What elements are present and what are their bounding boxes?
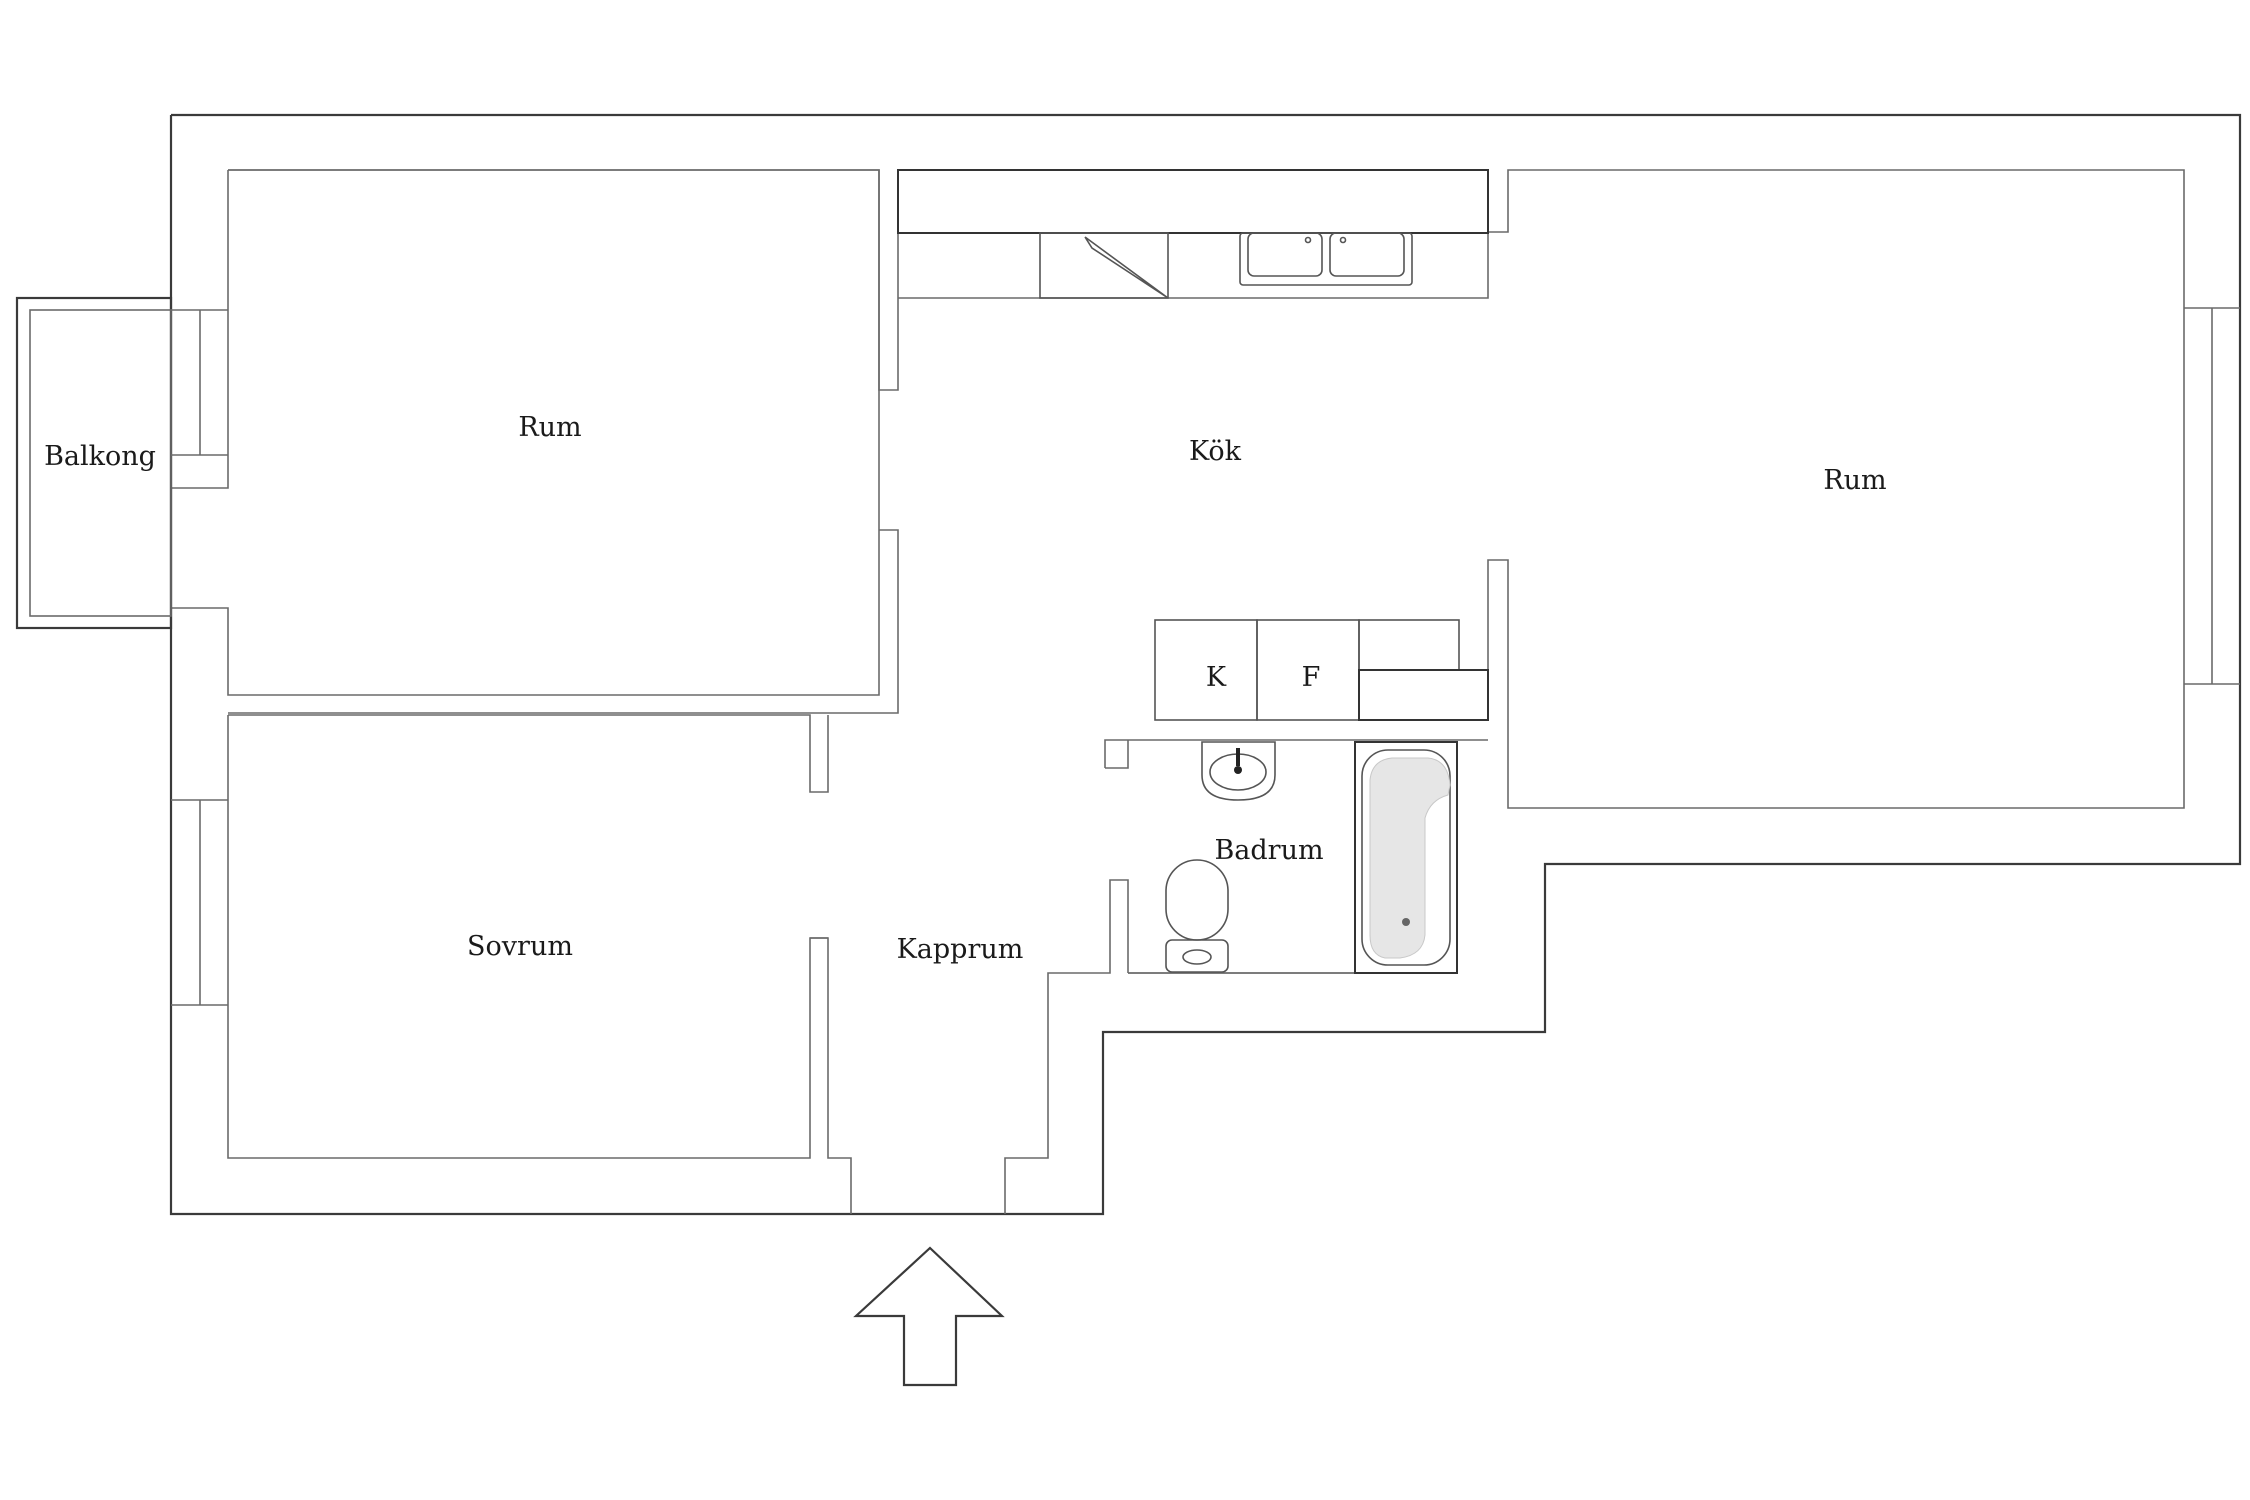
entrance-arrow-icon <box>853 1246 1005 1387</box>
bathtub-icon <box>1354 741 1458 974</box>
kitchen-counter <box>897 169 1489 234</box>
label-kok: Kök <box>1189 436 1242 467</box>
label-balkong: Balkong <box>44 441 156 472</box>
room-labels: Balkong Rum Kök Rum K F Badrum Sovrum Ka… <box>44 412 1887 965</box>
windows <box>171 307 2240 1006</box>
label-fridge: K <box>1206 662 1227 693</box>
toilet-icon <box>1165 859 1229 973</box>
label-rum-right: Rum <box>1823 465 1886 496</box>
label-sovrum: Sovrum <box>467 931 573 962</box>
balcony <box>15 296 173 630</box>
bathroom-fixtures <box>1165 741 1458 974</box>
fridge-freezer-block <box>1154 619 1489 721</box>
label-rum-left: Rum <box>518 412 581 443</box>
kitchen-fixtures <box>897 169 1489 721</box>
kitchen-sink-icon <box>1239 232 1413 286</box>
stove-icon <box>1039 232 1169 299</box>
window-right <box>2184 307 2240 685</box>
window-left-upper <box>171 309 228 456</box>
label-kapprum: Kapprum <box>897 934 1024 965</box>
window-left-lower <box>171 799 228 1006</box>
label-freezer: F <box>1302 662 1321 693</box>
label-badrum: Badrum <box>1214 835 1323 866</box>
washbasin-icon <box>1201 741 1276 801</box>
interior-walls <box>228 169 2185 974</box>
